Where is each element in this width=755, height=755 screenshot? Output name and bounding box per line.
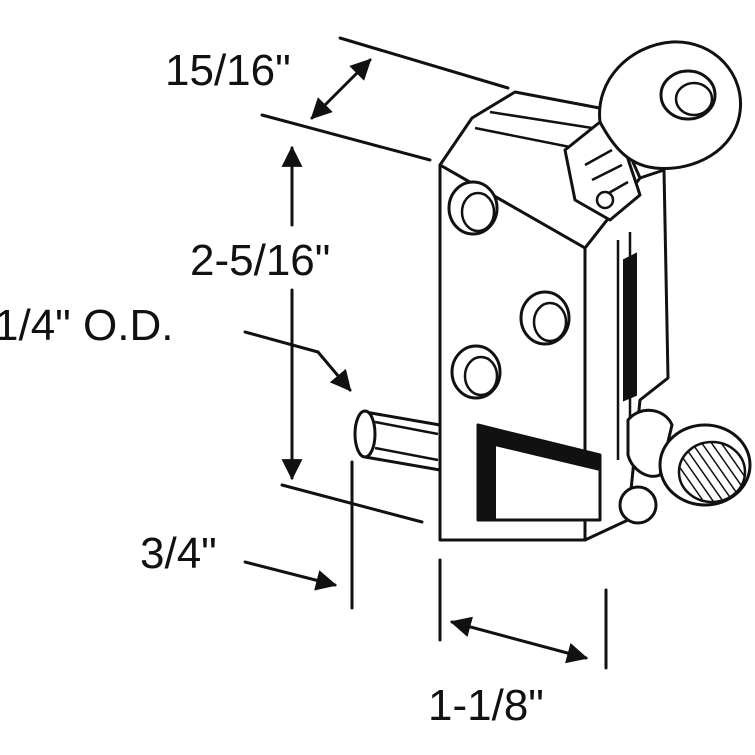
bolt-slot bbox=[476, 423, 602, 522]
dimension-lines bbox=[243, 36, 608, 670]
screw-hole-bottom bbox=[450, 344, 502, 400]
locking-pin bbox=[353, 409, 442, 472]
key bbox=[563, 40, 743, 222]
screw-hole-middle bbox=[519, 290, 571, 346]
width-label: 1-1/8" bbox=[428, 681, 544, 730]
screw-hole-top bbox=[447, 180, 499, 236]
pin-length-label: 3/4" bbox=[140, 529, 217, 578]
thumb-knob bbox=[618, 409, 752, 525]
depth-label: 15/16" bbox=[165, 46, 291, 95]
height-label: 2-5/16" bbox=[190, 236, 330, 285]
pin-diameter-label: 1/4" O.D. bbox=[0, 301, 173, 350]
